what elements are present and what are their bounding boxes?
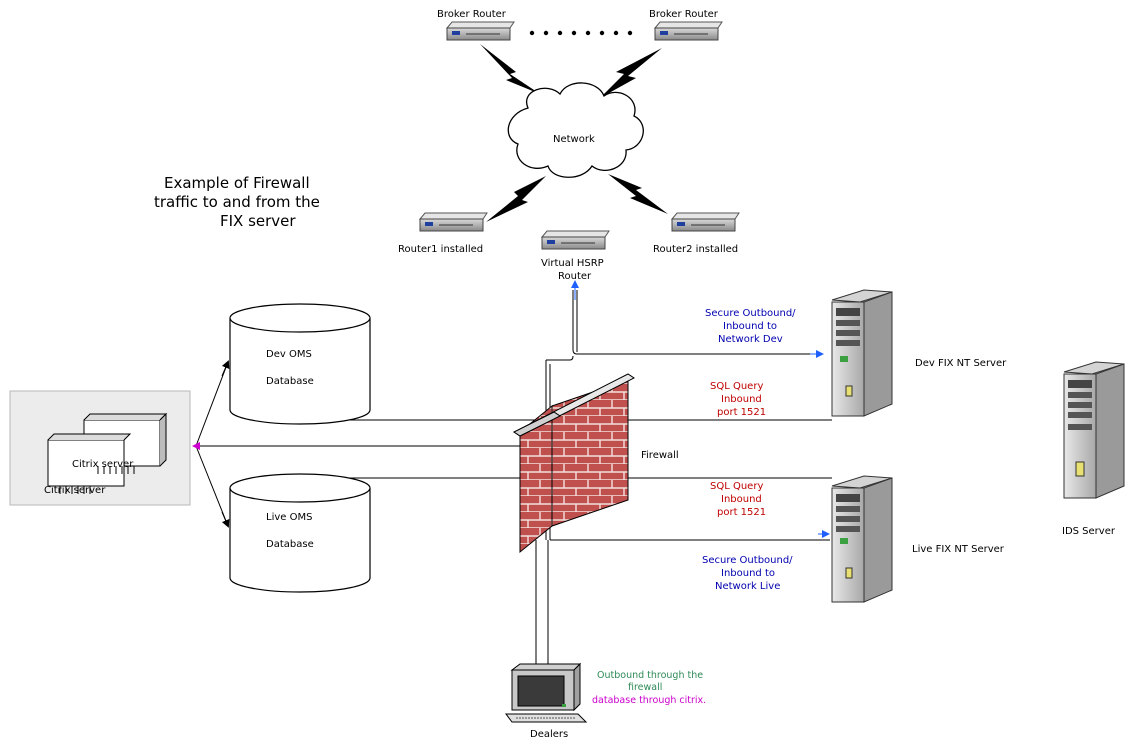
live-secure-line-3: Network Live (715, 581, 780, 592)
live-db-label-2: Database (266, 539, 314, 550)
dev-secure-annotation: Secure Outbound/ Inbound to Network Dev (705, 308, 796, 345)
firewall-icon (513, 373, 635, 554)
broker-router-1-label: Broker Router (437, 9, 507, 20)
live-secure-annotation: Secure Outbound/ Inbound to Network Live (702, 555, 793, 592)
citrix-server-group: Citrix server Citrix server (9, 390, 191, 506)
ids-label: IDS Server (1062, 526, 1116, 537)
broker-router-1: Broker Router (437, 9, 515, 41)
outbound-line-2: firewall (628, 682, 662, 693)
live-secure-line-2: Inbound to (721, 568, 775, 579)
live-sql-annotation: SQL Query Inbound port 1521 (710, 481, 766, 518)
outbound-annotation: Outbound through the firewall database t… (592, 670, 706, 706)
network-label: Network (553, 134, 595, 145)
citrix-label-2: Citrix server (44, 485, 106, 496)
router-icon (653, 21, 723, 41)
router-icon (670, 212, 740, 232)
firewall-label: Firewall (641, 450, 679, 461)
hsrp-label-1: Virtual HSRP (541, 258, 604, 269)
title-line-2: traffic to and from the (154, 193, 320, 211)
ids-server: IDS Server (1062, 361, 1125, 537)
dev-sql-annotation: SQL Query Inbound port 1521 (710, 381, 766, 418)
server-icon (47, 412, 168, 494)
arrow-black-dev-db (221, 360, 230, 377)
wan-link-icon (480, 44, 668, 222)
router-icon (418, 212, 488, 232)
title-line-3: FIX server (220, 212, 296, 230)
live-sql-line-3: port 1521 (717, 507, 766, 518)
dealers-label: Dealers (530, 729, 568, 740)
citrix-label-1: Citrix server (72, 459, 134, 470)
router2: Router2 installed (653, 212, 740, 255)
dev-secure-line-1: Secure Outbound/ (705, 308, 796, 319)
outbound-line-3: database through citrix. (592, 695, 706, 706)
router2-label: Router2 installed (653, 244, 738, 255)
server-tower-icon (831, 475, 893, 603)
title-line-1: Example of Firewall (164, 174, 310, 192)
live-sql-line-1: SQL Query (710, 481, 763, 492)
router1-label: Router1 installed (398, 244, 483, 255)
arrow-black-live-db (221, 511, 230, 528)
dev-sql-line-3: port 1521 (717, 407, 766, 418)
live-db-label-1: Live OMS (266, 512, 312, 523)
server-tower-icon (1063, 361, 1125, 499)
live-secure-line-1: Secure Outbound/ (702, 555, 793, 566)
workstation-icon (505, 662, 588, 723)
network-cloud: Network (507, 82, 644, 178)
dev-secure-line-2: Inbound to (723, 321, 777, 332)
dev-oms-database: Dev OMS Database (229, 303, 371, 425)
firewall: Firewall (513, 373, 679, 554)
dev-fix-label: Dev FIX NT Server (915, 358, 1007, 369)
hsrp-label-2: Router (558, 271, 592, 282)
outbound-line-1: Outbound through the (597, 670, 703, 681)
dev-secure-line-3: Network Dev (718, 334, 783, 345)
arrow-magenta-citrix (192, 442, 200, 450)
dev-sql-line-1: SQL Query (710, 381, 763, 392)
database-icon (229, 473, 371, 593)
virtual-hsrp-router: Virtual HSRP Router (540, 230, 610, 282)
dealers-workstation: Dealers (505, 662, 588, 740)
live-oms-database: Live OMS Database (229, 473, 371, 593)
router1: Router1 installed (398, 212, 488, 255)
broker-router-2: Broker Router (649, 9, 723, 41)
broker-dots (529, 30, 633, 36)
live-fix-label: Live FIX NT Server (912, 544, 1005, 555)
router-icon (445, 21, 515, 41)
dev-db-label-2: Database (266, 376, 314, 387)
diagram-title: Example of Firewall traffic to and from … (154, 174, 320, 230)
router-icon (540, 230, 610, 250)
database-icon (229, 303, 371, 425)
broker-router-2-label: Broker Router (649, 9, 719, 20)
live-sql-line-2: Inbound (721, 494, 762, 505)
dev-db-label-1: Dev OMS (266, 349, 312, 360)
live-fix-server: Live FIX NT Server (831, 475, 1005, 603)
dev-fix-server: Dev FIX NT Server (831, 289, 1007, 417)
server-tower-icon (831, 289, 893, 417)
dev-sql-line-2: Inbound (721, 394, 762, 405)
